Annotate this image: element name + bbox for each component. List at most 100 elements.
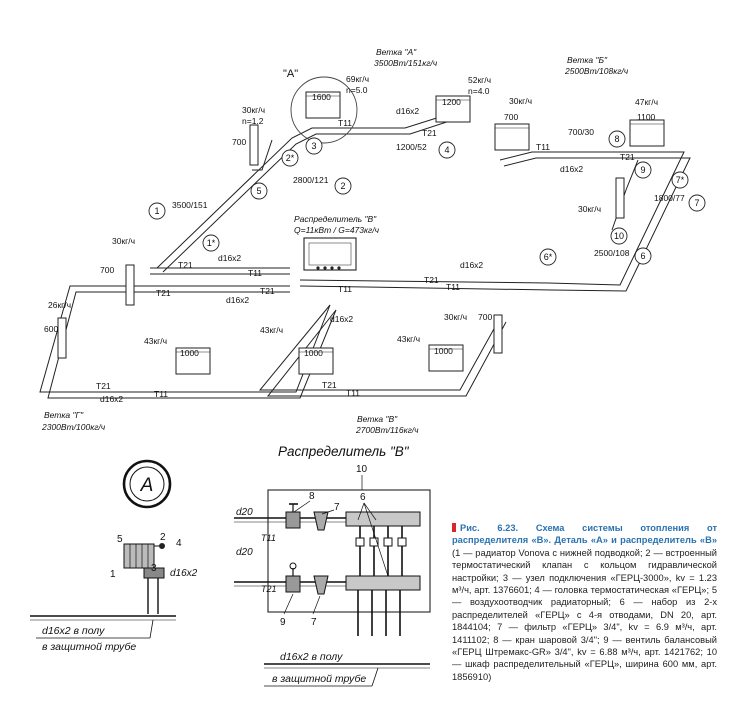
pipe-label-d16-2: d16x2 xyxy=(560,164,583,174)
pipe-label-d16-7: d16x2 xyxy=(100,394,123,404)
branch-g-load: 2300Вт/100кг/ч xyxy=(41,422,106,432)
radiator-b1-flow: 30кг/ч xyxy=(509,96,532,106)
radiator-v1-flow: 43кг/ч xyxy=(260,325,283,335)
pipe-label-d16-6: d16x2 xyxy=(330,314,353,324)
pipe-t21-8: T21 xyxy=(322,380,337,390)
distributor-num-9: 9 xyxy=(280,617,286,628)
figure-caption: Рис. 6.23. Схема системы отопления от ра… xyxy=(452,522,717,683)
radiator-b2-flow: 47кг/ч xyxy=(635,97,658,107)
pipe-label-d16-5: d16x2 xyxy=(460,260,483,270)
pipe-t21-2: T21 xyxy=(620,152,635,162)
segment-5: 1800/77 xyxy=(654,193,685,203)
detail-a-num-3: 3 xyxy=(151,563,157,574)
number-6-star: 6* xyxy=(544,252,553,262)
distributor-num-10: 10 xyxy=(356,464,368,475)
pipe-t11-3: T11 xyxy=(248,268,262,278)
pipe-t11-1: T11 xyxy=(338,118,352,128)
radiator-g2-flow: 26кг/ч xyxy=(48,300,71,310)
caption-body: (1 — радиатор Vonova с нижней подводкой;… xyxy=(452,547,717,682)
pipe-t21-1: T21 xyxy=(422,128,437,138)
radiator-a1-flow: 69кг/ч xyxy=(346,74,369,84)
number-2-star: 2* xyxy=(286,153,295,163)
segment-1: 3500/151 xyxy=(172,200,208,210)
number-1: 1 xyxy=(154,206,159,216)
pipe-label-d16-3: d16x2 xyxy=(218,253,241,263)
radiator-a3-flow: 30кг/ч xyxy=(242,105,265,115)
detail-a-label: "А" xyxy=(283,68,298,80)
number-1-star: 1* xyxy=(207,238,216,248)
radiator-v3-flow: 30кг/ч xyxy=(444,312,467,322)
branch-g-title: Ветка "Г" xyxy=(44,410,84,420)
radiator-g2-size: 600 xyxy=(44,324,58,334)
number-8: 8 xyxy=(614,134,619,144)
number-10: 10 xyxy=(614,231,624,241)
radiator-a2-flow: 52кг/ч xyxy=(468,75,491,85)
distributor-d20-top: d20 xyxy=(236,507,253,518)
radiator-a3 xyxy=(249,124,259,166)
segment-6: 2500/108 xyxy=(594,248,630,258)
pipe-network xyxy=(39,109,691,399)
distributor-d20-bottom: d20 xyxy=(236,547,253,558)
pipe-label-d16-1: d16x2 xyxy=(396,106,419,116)
detail-a-num-1: 1 xyxy=(110,569,116,580)
distributor-num-6: 6 xyxy=(360,492,366,503)
branch-a-title: Ветка "А" xyxy=(376,47,417,57)
radiator-v2-flow: 43кг/ч xyxy=(397,334,420,344)
radiator-a3-size: 700 xyxy=(232,137,246,147)
distributor-b-detail: Распределитель "В" 10 d20 d20 T11 T21 xyxy=(234,444,431,687)
radiator-v2-size: 1000 xyxy=(434,346,453,356)
detail-a-protect: в защитной трубе xyxy=(42,641,136,653)
segment-3: 1200/52 xyxy=(396,142,427,152)
radiator-b2-size: 1100 xyxy=(637,112,656,122)
radiators xyxy=(57,91,665,375)
distributor-b-box xyxy=(303,237,357,271)
detail-a-circle xyxy=(290,76,358,144)
caption-marker xyxy=(452,523,456,532)
number-9: 9 xyxy=(640,165,645,175)
radiator-g1-size: 700 xyxy=(100,265,114,275)
detail-a: А 5 2 4 1 3 d16x2 d16x2 в полу в защитно… xyxy=(30,459,198,653)
number-6: 6 xyxy=(640,251,645,261)
pipe-t11-2: T11 xyxy=(536,142,550,152)
radiator-a2-size: 1200 xyxy=(442,97,461,107)
pipe-t21-4: T21 xyxy=(156,288,171,298)
pipe-t11-5: T11 xyxy=(446,282,460,292)
distributor-num-7-top: 7 xyxy=(334,502,340,513)
pipe-t21-7: T21 xyxy=(96,381,111,391)
distributor-num-7-bottom: 7 xyxy=(311,617,317,628)
distributor-b-spec: Q=11кВт / G=473кг/ч xyxy=(294,225,380,235)
number-4: 4 xyxy=(444,145,449,155)
number-circles xyxy=(148,130,706,266)
number-7: 7 xyxy=(694,198,699,208)
radiator-b3 xyxy=(615,177,625,219)
radiator-b1-size: 700 xyxy=(504,112,518,122)
segment-2: 2800/121 xyxy=(293,175,329,185)
pipe-t21-5: T21 xyxy=(260,286,275,296)
pipe-t11-4: T11 xyxy=(338,284,352,294)
distributor-b-label: Распределитель "В" xyxy=(294,214,377,224)
segment-4: 700/30 xyxy=(568,127,594,137)
number-3: 3 xyxy=(311,141,316,151)
pipe-t21-6: T21 xyxy=(424,275,439,285)
radiator-b1 xyxy=(494,123,530,151)
number-7-star: 7* xyxy=(676,175,685,185)
radiator-a1-size: 1600 xyxy=(312,92,331,102)
pipe-t11-6: T11 xyxy=(154,389,168,399)
radiator-a2-n: n=4.0 xyxy=(468,86,490,96)
branch-b-load: 2500Вт/108кг/ч xyxy=(564,66,629,76)
distributor-num-8: 8 xyxy=(309,491,315,502)
detail-a-d16: d16x2 xyxy=(170,568,198,579)
distributor-t11: T11 xyxy=(261,533,276,543)
detail-a-num-5: 5 xyxy=(117,534,123,545)
detail-a-circle-label: А xyxy=(140,475,154,496)
radiator-g3-size: 1000 xyxy=(180,348,199,358)
radiator-v3 xyxy=(493,314,503,354)
distributor-protect: в защитной трубе xyxy=(272,673,366,685)
branch-b-title: Ветка "Б" xyxy=(567,55,608,65)
distributor-t21: T21 xyxy=(261,584,277,594)
pipe-t21-3: T21 xyxy=(178,260,193,270)
radiator-g2 xyxy=(57,317,67,359)
radiator-g1-flow: 30кг/ч xyxy=(112,236,135,246)
detail-a-num-4: 4 xyxy=(176,538,182,549)
